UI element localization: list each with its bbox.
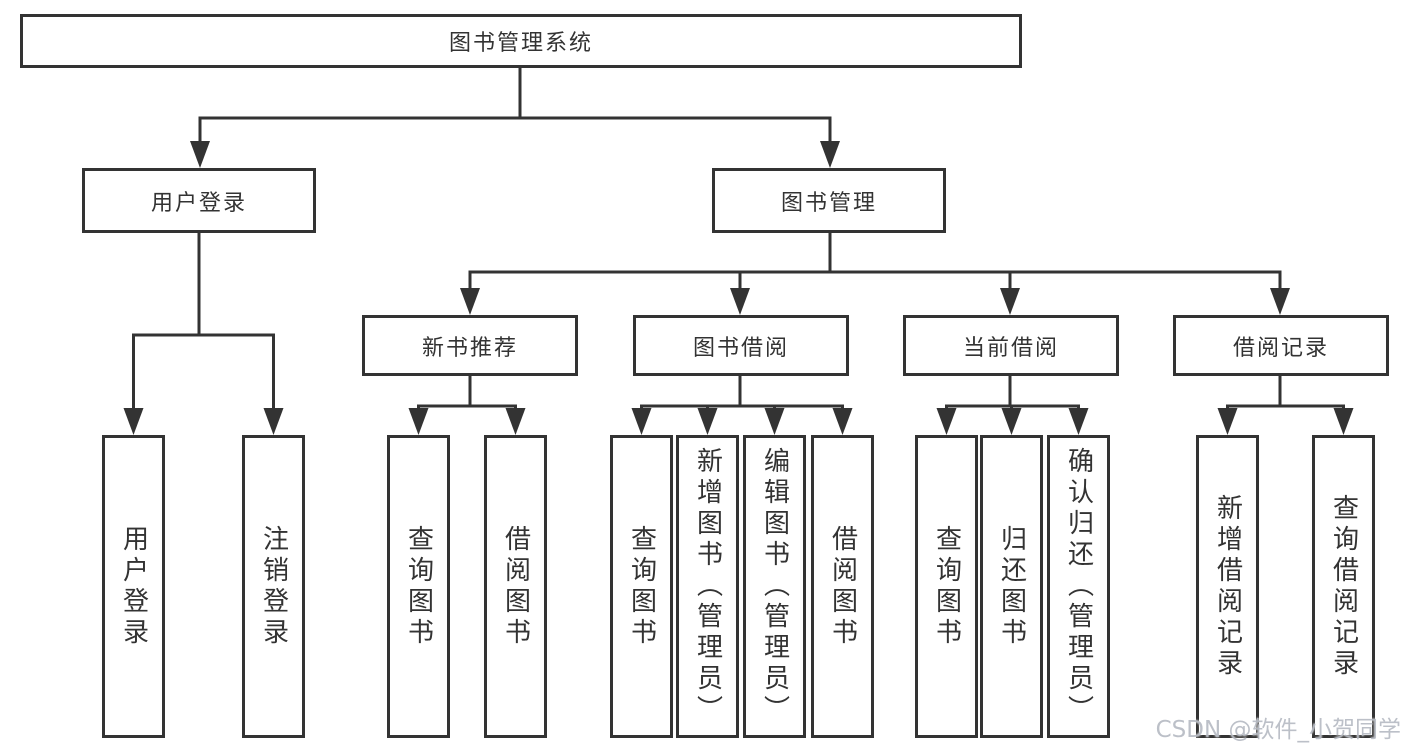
leaf-label: 查询借阅记录 [1328, 493, 1359, 680]
leaf-query-books-recommend: 查询图书 [387, 435, 450, 738]
leaf-label: 用户登录 [118, 524, 149, 649]
node-library-management-system: 图书管理系统 [20, 14, 1022, 68]
leaf-label: 新增图书（管理员） [692, 447, 723, 726]
node-current-borrowing: 当前借阅 [903, 315, 1119, 376]
leaf-label: 注销登录 [258, 524, 289, 649]
leaf-label: 借阅图书 [500, 524, 531, 649]
node-book-management: 图书管理 [712, 168, 946, 233]
leaf-confirm-return-admin: 确认归还（管理员） [1047, 435, 1110, 738]
leaf-query-books-borrow: 查询图书 [610, 435, 673, 738]
leaf-query-borrow-record: 查询借阅记录 [1312, 435, 1375, 738]
leaf-edit-book-admin: 编辑图书（管理员） [743, 435, 806, 738]
leaf-logout: 注销登录 [242, 435, 305, 738]
leaf-label: 查询图书 [626, 524, 657, 649]
leaf-add-book-admin: 新增图书（管理员） [676, 435, 739, 738]
leaf-label: 新增借阅记录 [1212, 493, 1243, 680]
leaf-query-books-current: 查询图书 [915, 435, 978, 738]
leaf-borrow-books-recommend: 借阅图书 [484, 435, 547, 738]
node-user-login: 用户登录 [82, 168, 316, 233]
node-book-borrowing: 图书借阅 [633, 315, 849, 376]
leaf-label: 编辑图书（管理员） [759, 447, 790, 726]
leaf-user-login: 用户登录 [102, 435, 165, 738]
node-label: 当前借阅 [962, 335, 1059, 361]
leaf-label: 查询图书 [403, 524, 434, 649]
node-label: 图书借阅 [692, 335, 789, 361]
node-label: 新书推荐 [421, 335, 518, 361]
node-borrowing-records: 借阅记录 [1173, 315, 1389, 376]
node-new-book-recommendation: 新书推荐 [362, 315, 578, 376]
node-label: 借阅记录 [1232, 335, 1329, 361]
leaf-return-book: 归还图书 [980, 435, 1043, 738]
node-label: 用户登录 [150, 190, 247, 216]
node-label: 图书管理系统 [448, 31, 593, 56]
leaf-borrow-books: 借阅图书 [811, 435, 874, 738]
leaf-label: 借阅图书 [827, 524, 858, 649]
node-label: 图书管理 [780, 190, 877, 216]
csdn-watermark: CSDN @软件_小贺同学 [1155, 717, 1401, 743]
leaf-label: 归还图书 [996, 524, 1027, 649]
leaf-add-borrow-record: 新增借阅记录 [1196, 435, 1259, 738]
leaf-label: 确认归还（管理员） [1063, 447, 1094, 726]
leaf-label: 查询图书 [931, 524, 962, 649]
